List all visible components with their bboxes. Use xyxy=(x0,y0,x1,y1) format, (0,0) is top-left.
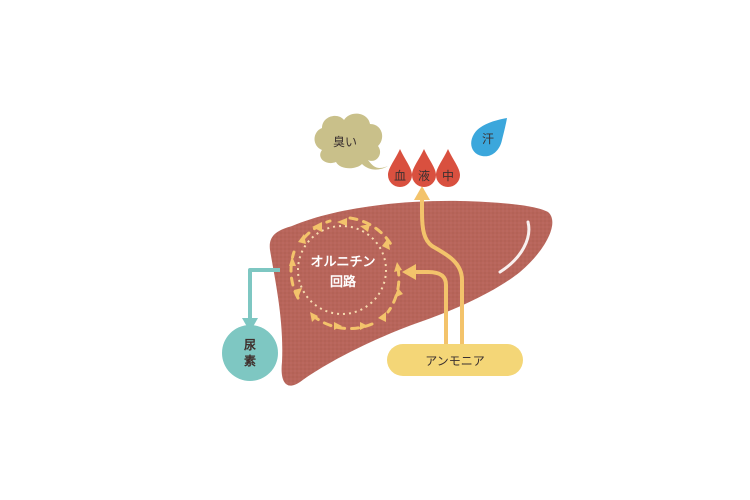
ammonia-pill xyxy=(387,344,523,376)
cycle-label-line2: 回路 xyxy=(330,274,357,290)
cycle-arrow xyxy=(310,312,318,322)
blood-label-3: 中 xyxy=(442,168,454,183)
cycle-arrows xyxy=(289,218,403,330)
cycle-arrow xyxy=(378,312,386,322)
cycle-label-line1: オルニチン xyxy=(310,255,375,270)
cycle-dotted-circle xyxy=(297,225,387,315)
cycle-arrow xyxy=(294,288,302,298)
arrow-up-head xyxy=(414,186,430,200)
ammonia-arrows xyxy=(412,196,464,348)
cycle-dashes xyxy=(289,216,401,331)
sweat-label: 汗 xyxy=(482,132,494,146)
liver-highlight xyxy=(498,220,531,274)
blood-drops xyxy=(388,149,460,187)
cycle-arrow xyxy=(337,218,347,226)
cycle-arrow xyxy=(360,322,368,330)
cycle-arrow xyxy=(360,224,370,232)
ammonia-label: アンモニア xyxy=(425,354,485,368)
liver-icon xyxy=(269,200,553,386)
urea-circle xyxy=(222,325,278,381)
blood-label-2: 液 xyxy=(418,168,430,183)
smell-label: 臭い xyxy=(333,134,357,149)
blood-label-1: 血 xyxy=(394,169,406,183)
blood-drop-icon xyxy=(388,149,412,187)
blood-drop-icon xyxy=(436,149,460,187)
urea-label-line2: 素 xyxy=(244,353,256,368)
blood-drop-icon xyxy=(412,149,436,187)
arrow-left-head xyxy=(402,264,416,280)
smell-cloud-icon xyxy=(314,113,388,170)
urea-arrow xyxy=(248,268,280,322)
sweat-drop-icon xyxy=(471,118,507,157)
urea-label-line1: 尿 xyxy=(244,337,256,352)
